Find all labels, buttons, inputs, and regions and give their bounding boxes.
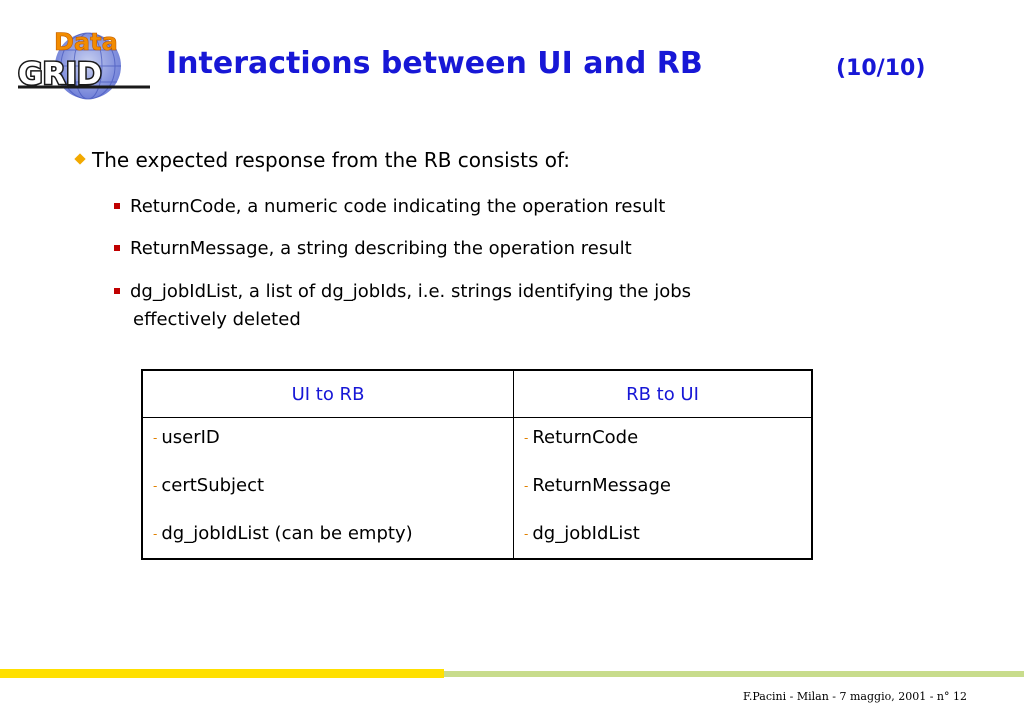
square-bullet-icon	[114, 245, 120, 251]
table-header-ui-to-rb: UI to RB	[141, 369, 514, 418]
table-header-row: UI to RB RB to UI	[141, 369, 813, 418]
table-header-rb-to-ui: RB to UI	[513, 369, 813, 418]
list-item-text: ReturnMessage	[532, 475, 671, 496]
sub-bullet-3: dg_jobIdList, a list of dg_jobIds, i.e. …	[114, 278, 691, 334]
diamond-bullet-icon	[74, 153, 86, 165]
square-bullet-icon	[114, 203, 120, 209]
datagrid-logo: Data GRID	[17, 28, 150, 100]
list-item-text: certSubject	[161, 475, 265, 496]
sub-bullet-1: ReturnCode, a numeric code indicating th…	[114, 193, 665, 221]
table-row: -userID -certSubject -dg_jobIdList (can …	[141, 417, 813, 560]
interaction-table: UI to RB RB to UI -userID -certSubject -…	[141, 369, 813, 560]
list-item: -dg_jobIdList	[524, 522, 811, 552]
footer-bar-yellow	[0, 669, 444, 678]
dash-marker: -	[524, 431, 529, 445]
table-cell-rb-to-ui: -ReturnCode -ReturnMessage -dg_jobIdList	[513, 417, 813, 560]
logo-text-data: Data	[54, 28, 118, 56]
table-cell-ui-to-rb: -userID -certSubject -dg_jobIdList (can …	[141, 417, 514, 560]
main-bullet-text: The expected response from the RB consis…	[92, 148, 571, 172]
page-indicator: (10/10)	[836, 56, 926, 81]
list-item: -certSubject	[153, 474, 513, 522]
dash-marker: -	[153, 527, 158, 541]
list-item-text: ReturnCode	[532, 427, 639, 448]
sub-bullet-text-continued: effectively deleted	[133, 309, 301, 330]
sub-bullet-text: ReturnMessage, a string describing the o…	[130, 238, 632, 259]
list-item: -ReturnMessage	[524, 474, 811, 522]
sub-bullet-text: ReturnCode, a numeric code indicating th…	[130, 196, 666, 217]
sub-bullet-text: dg_jobIdList, a list of dg_jobIds, i.e. …	[130, 281, 692, 302]
sub-bullet-2: ReturnMessage, a string describing the o…	[114, 235, 632, 263]
dash-marker: -	[524, 479, 529, 493]
list-item: -userID	[153, 426, 513, 474]
square-bullet-icon	[114, 288, 120, 294]
list-item-text: dg_jobIdList (can be empty)	[161, 523, 413, 544]
list-item: -dg_jobIdList (can be empty)	[153, 522, 513, 552]
dash-marker: -	[524, 527, 529, 541]
footer-text: F.Pacini - Milan - 7 maggio, 2001 - n° 1…	[742, 690, 967, 703]
list-item-text: userID	[161, 427, 220, 448]
footer-bar-green	[444, 671, 1024, 677]
dash-marker: -	[153, 431, 158, 445]
main-bullet: The expected response from the RB consis…	[74, 148, 571, 172]
page-title: Interactions between UI and RB	[166, 46, 703, 81]
list-item-text: dg_jobIdList	[532, 523, 640, 544]
list-item: -ReturnCode	[524, 426, 811, 474]
dash-marker: -	[153, 479, 158, 493]
